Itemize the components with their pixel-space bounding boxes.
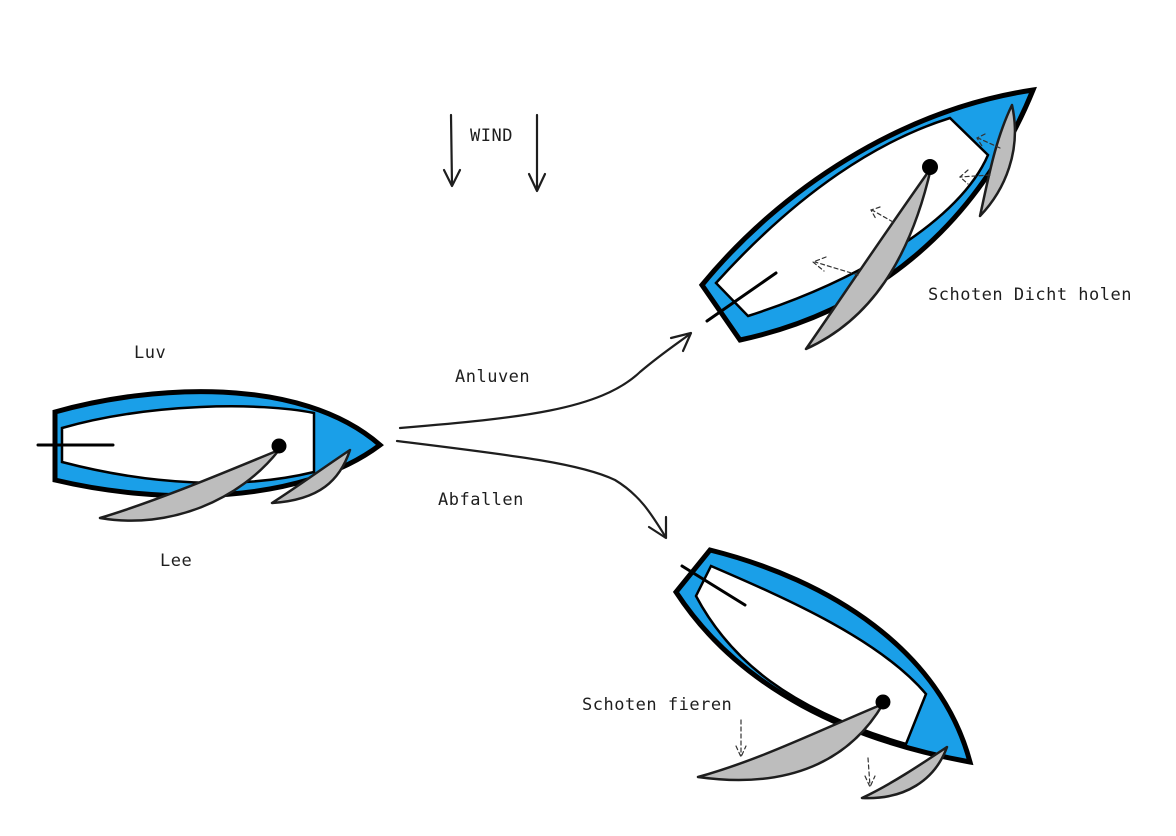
boat-bearing-away [672,547,974,800]
wind-arrows [442,113,547,193]
mast [922,159,938,175]
tiller [705,271,778,323]
jib [978,103,1017,218]
schoten-dicht-label: Schoten Dicht holen [928,285,1132,305]
sheet-release-arrows [735,719,876,789]
mast [271,438,287,454]
boat-luffing [698,86,1037,351]
boat-reference [36,389,384,522]
wind-flow-arrows [811,133,1001,276]
abfallen-label: Abfallen [438,490,524,510]
mainsail [804,166,933,351]
tiller [680,564,747,607]
schoten-fieren-label: Schoten fieren [582,695,733,715]
mast [875,694,891,710]
mainsail [98,448,281,522]
lee-label: Lee [160,551,193,571]
wind-label: WIND [470,126,513,146]
mainsail [696,702,885,782]
luffing-arrow [398,331,693,430]
bearing-away-arrow [395,439,668,540]
jib [270,448,352,505]
anluven-label: Anluven [455,367,531,387]
luv-label: Luv [134,343,167,363]
jib [860,745,949,800]
